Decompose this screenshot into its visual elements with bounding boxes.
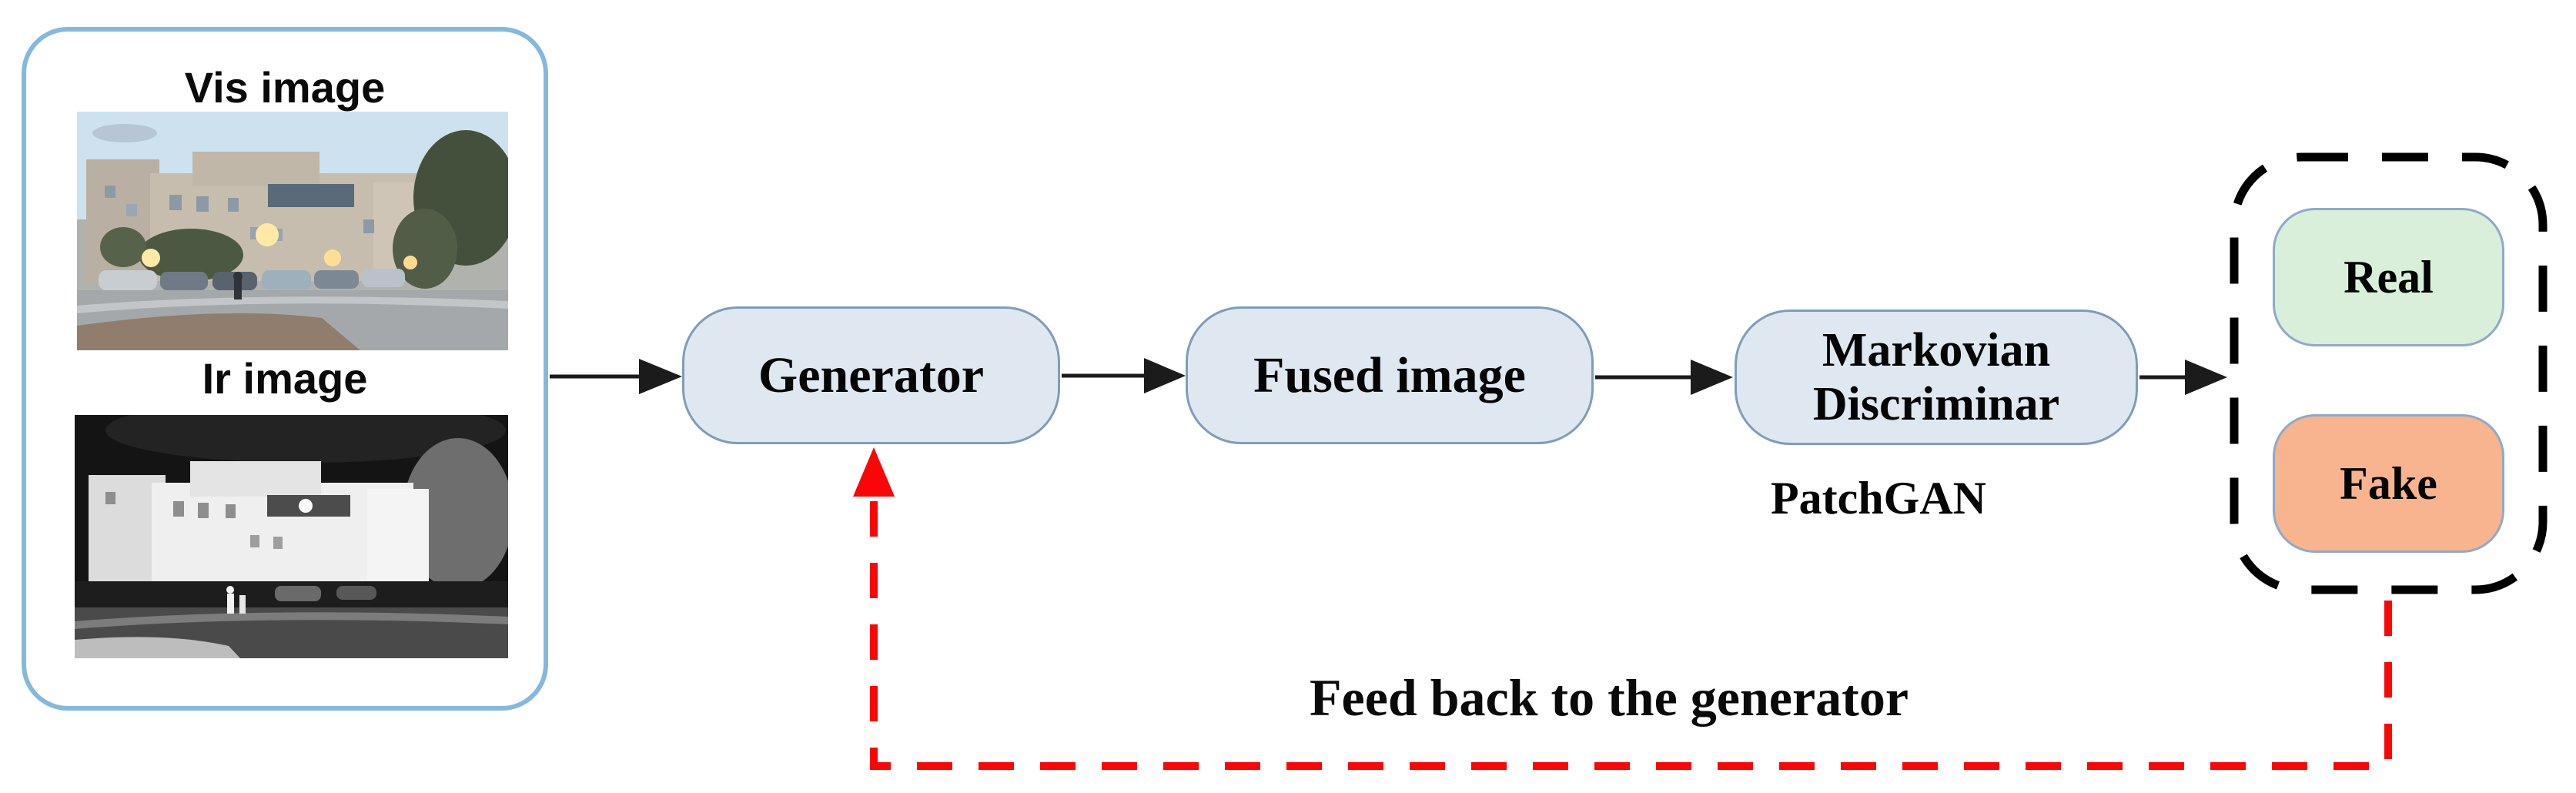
markovian-discriminator-node: Markovian Discriminar	[1735, 310, 2138, 445]
fused-image-label: Fused image	[1253, 346, 1526, 403]
decision-panel: Real Fake	[2229, 152, 2548, 595]
fake-label: Fake	[2340, 457, 2437, 509]
feedback-caption: Feed back to the generator	[1309, 668, 1909, 727]
discriminator-line1: Markovian	[1822, 324, 2051, 376]
discriminator-line2: Discriminar	[1812, 378, 2060, 430]
ir-photo	[75, 415, 508, 658]
arrow-generator-to-fused	[1062, 358, 1186, 393]
real-label: Real	[2343, 251, 2434, 303]
feedback-arrowhead	[853, 447, 895, 497]
input-images-panel: Vis image	[22, 27, 548, 711]
arrow-fused-to-discriminator	[1595, 360, 1733, 395]
arrow-discriminator-to-decision	[2139, 360, 2227, 395]
generator-node: Generator	[682, 306, 1060, 444]
ir-image-label: Ir image	[202, 354, 368, 403]
generator-label: Generator	[758, 346, 985, 403]
fused-image-node: Fused image	[1186, 306, 1594, 444]
patchgan-caption: PatchGAN	[1771, 473, 1986, 524]
decision-dashed-border	[2230, 152, 2548, 594]
vis-photo	[77, 112, 508, 350]
real-outcome-box: Real	[2273, 208, 2504, 346]
arrow-inputs-to-generator	[550, 359, 682, 394]
fake-outcome-box: Fake	[2273, 414, 2504, 553]
vis-image-label: Vis image	[184, 63, 386, 112]
discriminator-label: Markovian Discriminar	[1813, 323, 2059, 431]
